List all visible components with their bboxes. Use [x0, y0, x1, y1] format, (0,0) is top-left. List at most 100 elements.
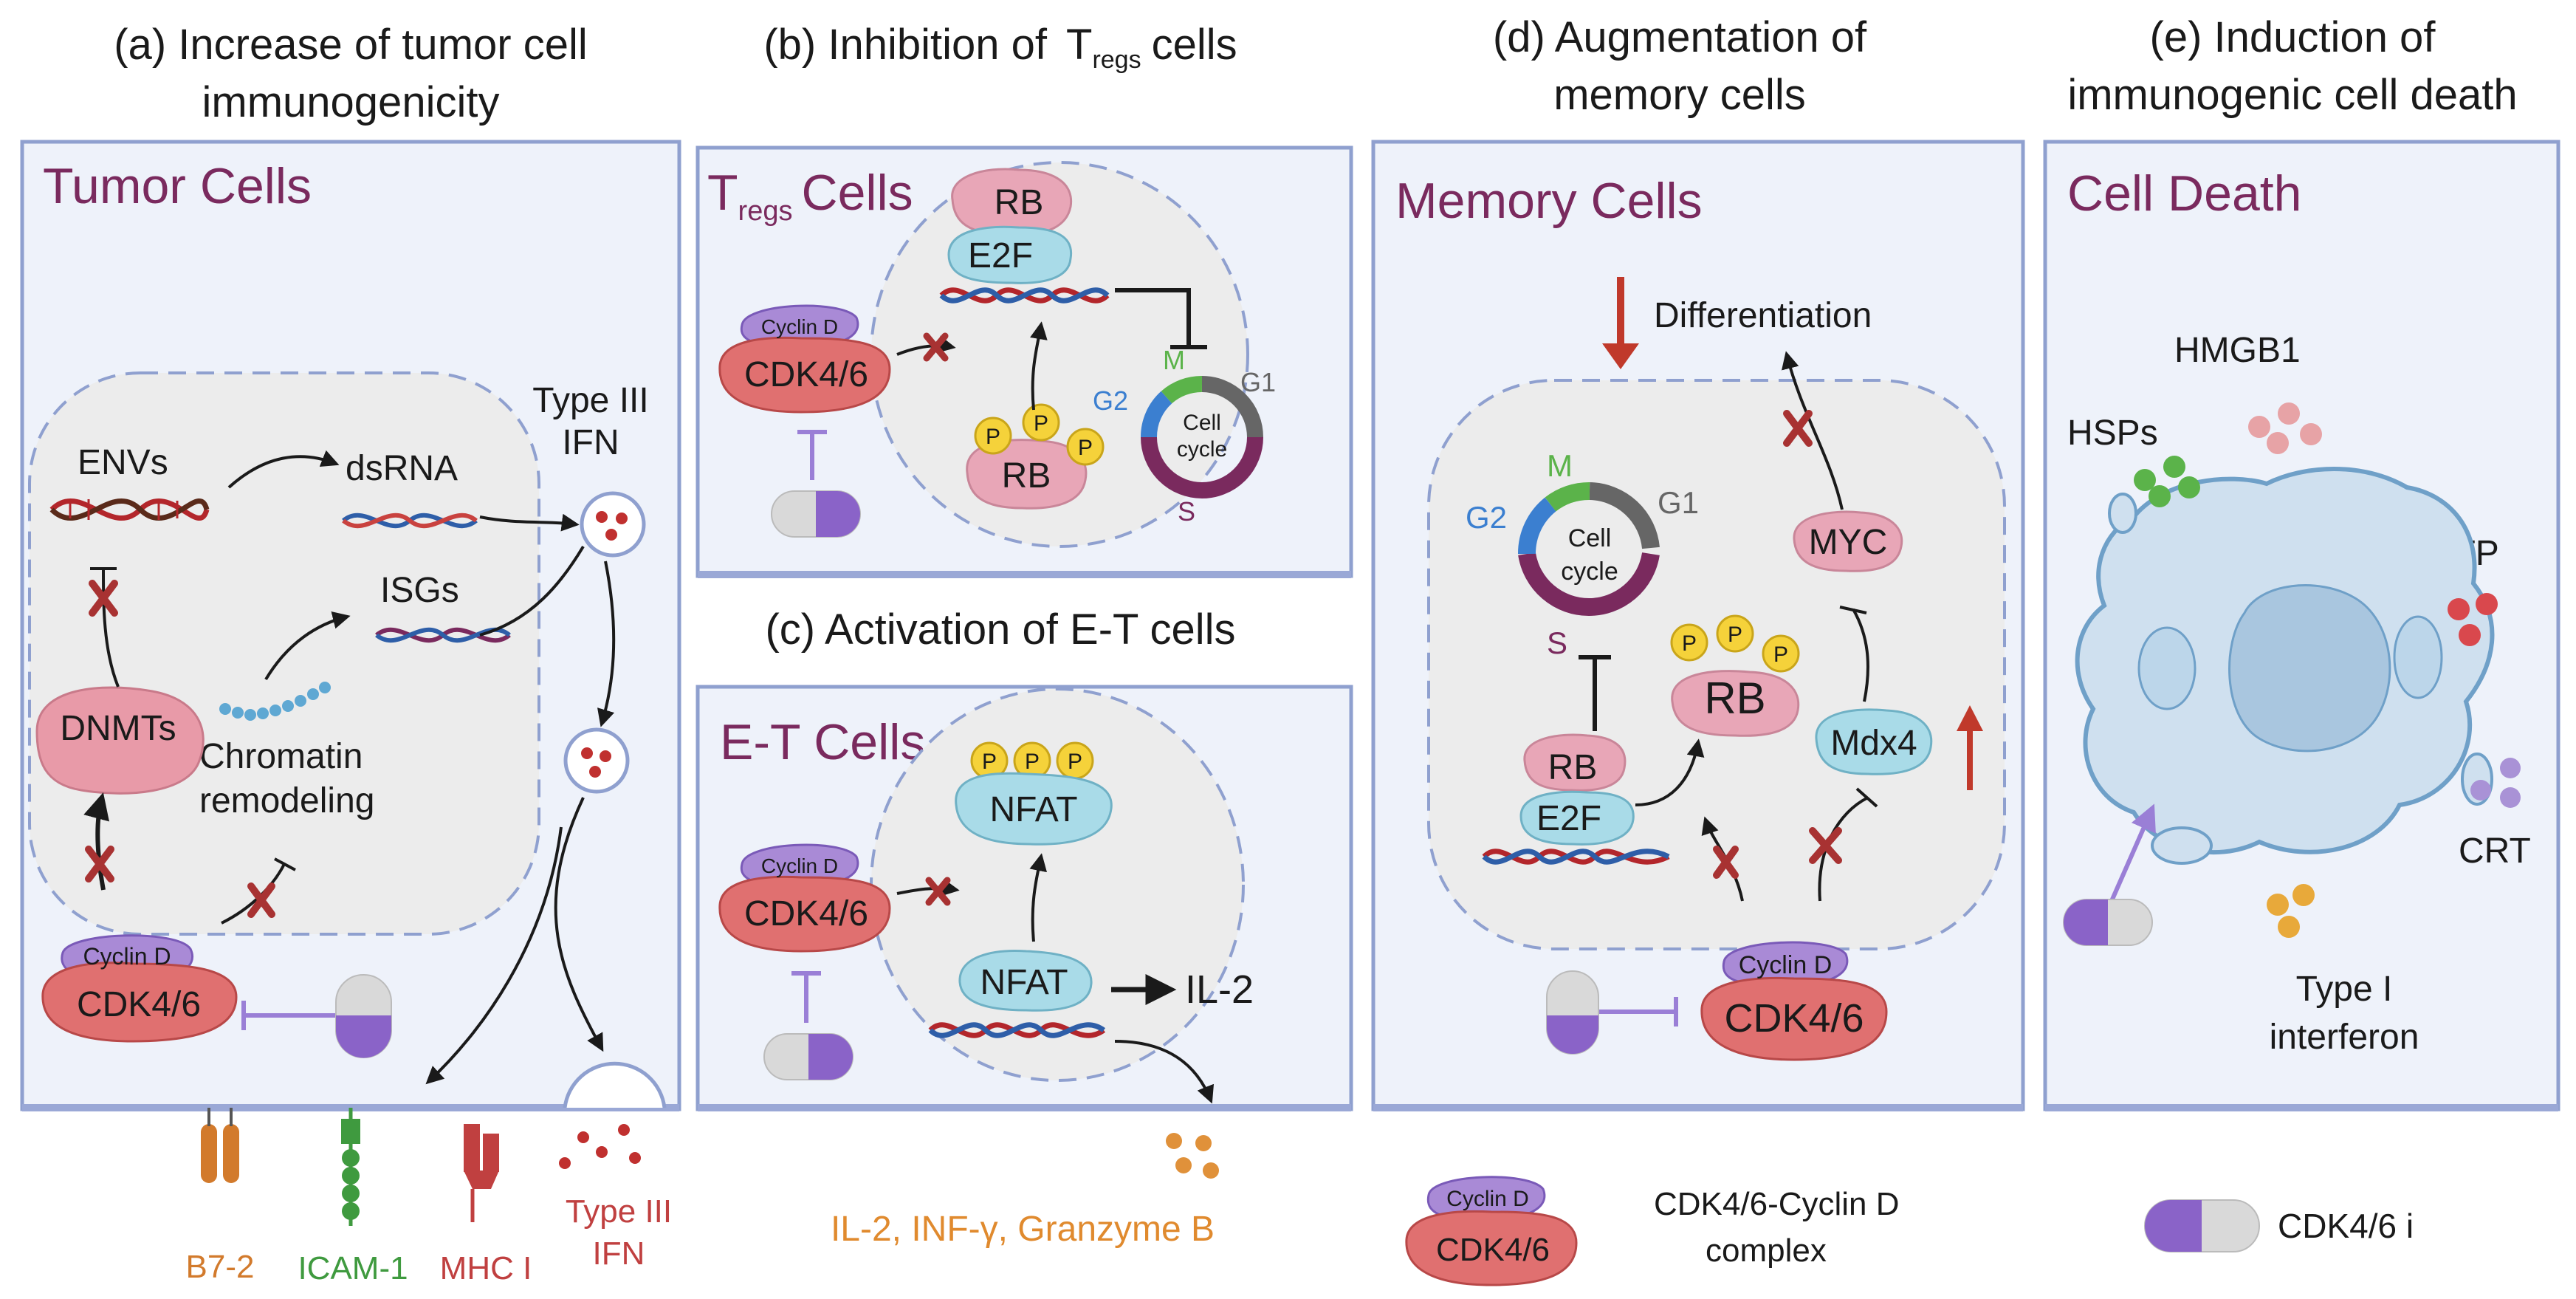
svg-text:G2: G2 — [1093, 385, 1128, 416]
block-x-c — [925, 877, 951, 906]
svg-text:MYC: MYC — [1809, 523, 1888, 562]
svg-text:NFAT: NFAT — [989, 790, 1077, 829]
legend-complex-label-2: complex — [1706, 1233, 1827, 1269]
svg-text:MHC I: MHC I — [440, 1250, 532, 1286]
heading-d-line2: memory cells — [1553, 71, 1806, 119]
cell-nucleus — [2228, 584, 2391, 753]
drug-capsule-a — [335, 974, 392, 1058]
chromatin-label-2: remodeling — [199, 781, 374, 820]
svg-text:G1: G1 — [1240, 367, 1276, 397]
arrow-cdk-nfat — [896, 879, 960, 897]
arrow-cdk-dnmts — [83, 792, 109, 891]
secreted-ifn-dots — [559, 1124, 641, 1169]
svg-text:P: P — [1773, 642, 1788, 667]
block-x-b — [923, 332, 949, 362]
rb-phos-d — [1671, 670, 1800, 737]
drug-capsule-b — [771, 490, 861, 538]
legend-cdk-complex — [1405, 1176, 1578, 1286]
svg-text:G1: G1 — [1658, 485, 1699, 520]
svg-text:P: P — [982, 750, 997, 774]
arrow-chromatin-isgs — [264, 611, 351, 681]
heading-a-line1: (a) Increase of tumor cell — [114, 21, 587, 69]
ifn-secretion-bulge — [563, 1061, 667, 1108]
svg-text:ICAM-1: ICAM-1 — [298, 1250, 408, 1286]
inhibit-mdx4-myc — [1852, 609, 1869, 702]
nfat-active — [958, 950, 1093, 1012]
panel-a-title: Tumor Cells — [43, 158, 312, 214]
svg-text:Type III: Type III — [566, 1193, 672, 1230]
block-x-myc — [1783, 410, 1813, 447]
svg-text:M: M — [1163, 345, 1185, 375]
ifn-vesicle-2 — [563, 727, 630, 794]
cyclin-label-a: Cyclin D — [83, 943, 171, 970]
bleb-1 — [2108, 493, 2137, 534]
svg-text:Type I: Type I — [2296, 970, 2393, 1009]
isgs-label: ISGs — [380, 571, 459, 610]
block-x-envs — [89, 580, 118, 617]
svg-text:RB: RB — [1548, 748, 1598, 787]
drug-capsule-e — [2063, 899, 2153, 946]
block-x-mdx4 — [1809, 827, 1842, 864]
heading-e-line1: (e) Induction of — [2150, 13, 2436, 61]
crt-particles — [2470, 758, 2521, 808]
rb-d — [1523, 733, 1627, 792]
arrow-e2f-rb — [1635, 738, 1705, 806]
icam1-marker — [341, 1108, 360, 1226]
svg-text:cycle: cycle — [1177, 437, 1227, 462]
e2f-label-b: E2F — [968, 236, 1033, 275]
phosphates-d — [1670, 614, 1800, 673]
bleb-3 — [2151, 826, 2213, 865]
svg-text:P: P — [986, 425, 1000, 449]
svg-text:P: P — [1034, 411, 1048, 436]
panel-c-title: E-T Cells — [720, 714, 925, 770]
inhibit-e2f-cycle — [1115, 288, 1191, 347]
cdk-label-a: CDK4/6 — [77, 985, 201, 1024]
svg-text:HSPs: HSPs — [2067, 414, 2158, 453]
drug-capsule-d — [1546, 970, 1599, 1055]
chromatin-beads — [219, 682, 331, 721]
phosphates-c — [970, 741, 1094, 780]
arrow-dsrna-ifn — [479, 513, 580, 532]
arrow-membrane-markers — [425, 826, 563, 1085]
hsps-particles — [2134, 456, 2200, 507]
svg-text:G2: G2 — [1466, 500, 1507, 535]
svg-text:Cell: Cell — [1183, 411, 1221, 435]
cell-cycle-d — [1517, 481, 1660, 616]
arrow-envs-dsrna — [227, 450, 340, 489]
arrow-cdk-rb-b — [896, 335, 956, 356]
svg-text:IFN: IFN — [593, 1235, 645, 1272]
svg-text:Cell: Cell — [1568, 524, 1612, 552]
heading-c: (c) Activation of E-T cells — [765, 606, 1235, 654]
svg-text:cycle: cycle — [1561, 558, 1618, 586]
svg-text:P: P — [1078, 436, 1093, 460]
svg-text:P: P — [1682, 631, 1697, 656]
e2f-d — [1519, 790, 1635, 846]
legend-complex-label-1: CDK4/6-Cyclin D — [1654, 1186, 1900, 1222]
svg-text:P: P — [1068, 750, 1082, 774]
legend-inhibitor-label: CDK4/6 i — [2278, 1207, 2414, 1245]
arrow-vesicle-down — [597, 561, 616, 727]
svg-text:NFAT: NFAT — [980, 963, 1068, 1002]
svg-text:IL-2: IL-2 — [1185, 967, 1254, 1012]
svg-text:CDK4/6: CDK4/6 — [744, 894, 868, 933]
svg-text:M: M — [1547, 448, 1573, 483]
envs-dna — [49, 498, 210, 521]
block-x-chromatin — [247, 882, 275, 918]
cdk-complex-c — [718, 843, 891, 953]
treg-dna — [939, 287, 1110, 304]
arrow-rb-release — [1030, 321, 1048, 411]
svg-text:Cyclin D: Cyclin D — [761, 315, 838, 338]
svg-text:Mdx4: Mdx4 — [1830, 724, 1917, 763]
et-nucleus — [870, 688, 1245, 1082]
cdk-complex-d — [1700, 941, 1888, 1061]
dnmts-label: DNMTs — [60, 709, 176, 748]
dsrna-label: dsRNA — [346, 449, 458, 488]
drug-capsule-c — [763, 1033, 853, 1080]
arrow-nfat-up — [1029, 853, 1047, 942]
legend-drug-capsule — [2144, 1199, 2260, 1252]
svg-text:IL-2, INF-γ, Granzyme B: IL-2, INF-γ, Granzyme B — [831, 1210, 1215, 1249]
block-x-rb-d — [1713, 846, 1739, 879]
